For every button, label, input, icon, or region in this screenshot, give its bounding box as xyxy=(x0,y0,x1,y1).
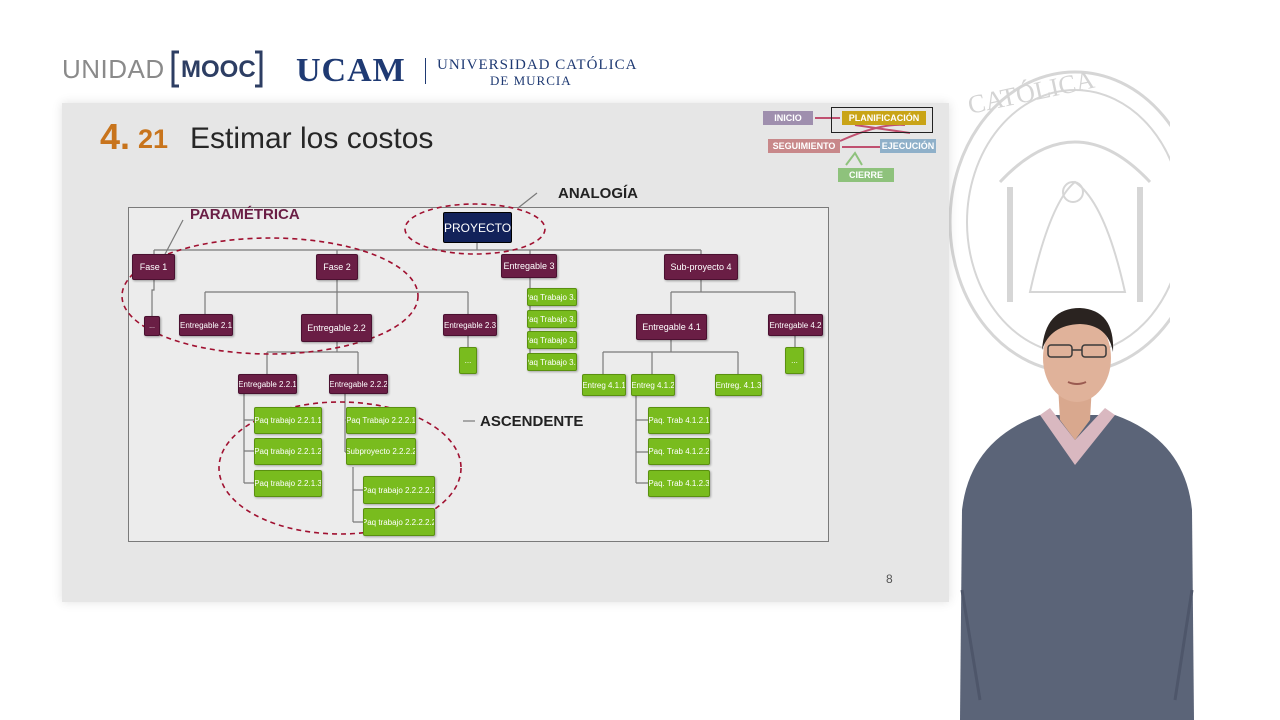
label-parametrica: PARAMÉTRICA xyxy=(190,206,300,223)
label-analogia: ANALOGÍA xyxy=(558,185,638,202)
wbs-node-pt31: Paq Trabajo 3.1 xyxy=(527,288,577,306)
wbs-node-pt2221: Paq Trabajo 2.2.2.1 xyxy=(346,407,416,434)
university-name-line1: UNIVERSIDAD CATÓLICA xyxy=(437,57,638,73)
section-number-minor: 21 xyxy=(138,124,169,154)
wbs-node-pt34: Paq Trabajo 3.4 xyxy=(527,353,577,371)
wbs-node-e222: Entregable 2.2.2 xyxy=(329,374,388,394)
wbs-node-e411: Entreg 4.1.1 xyxy=(582,374,626,396)
logo-separator xyxy=(425,58,426,84)
wbs-node-fase1-child: ... xyxy=(144,316,160,336)
wbs-node-e23: Entregable 2.3 xyxy=(443,314,497,336)
wbs-node-e221: Entregable 2.2.1 xyxy=(238,374,297,394)
wbs-connector-lines xyxy=(121,192,796,535)
process-step-cierre[interactable]: CIERRE xyxy=(838,168,894,182)
wbs-node-fase2: Fase 2 xyxy=(316,254,358,280)
process-step-planificacion[interactable]: PLANIFICACIÓN xyxy=(842,111,926,125)
presenter-figure xyxy=(960,308,1194,720)
wbs-node-subproyecto4: Sub-proyecto 4 xyxy=(664,254,738,280)
wbs-node-e413: Entreg. 4.1.3 xyxy=(715,374,762,396)
unidad-logo-text: UNIDAD xyxy=(62,54,165,84)
mooc-logo-text: MOOC xyxy=(181,56,256,83)
wbs-node-sp2222: Subproyecto 2.2.2.2 xyxy=(346,438,416,465)
wbs-node-e42: Entregable 4.2 xyxy=(768,314,823,336)
wbs-node-pt4122: Paq. Trab 4.1.2.2 xyxy=(648,438,710,465)
university-name-line2: DE MURCIA xyxy=(490,73,572,88)
wbs-node-pt2211: Paq trabajo 2.2.1.1 xyxy=(254,407,322,434)
wbs-node-e42-child: ... xyxy=(785,347,804,374)
wbs-node-e41: Entregable 4.1 xyxy=(636,314,707,340)
wbs-node-pt22222: Paq trabajo 2.2.2.2.2 xyxy=(363,508,435,536)
mooc-bracket-frame xyxy=(171,50,263,88)
wbs-node-pt4123: Paq. Trab 4.1.2.3 xyxy=(648,470,710,497)
ucam-logo-text: UCAM xyxy=(296,52,406,89)
wbs-node-pt2213: Paq trabajo 2.2.1.3 xyxy=(254,470,322,497)
current-step-highlight xyxy=(831,107,933,133)
section-number-major: 4. xyxy=(100,116,131,157)
wbs-node-pt4121: Paq. Trab 4.1.2.1 xyxy=(648,407,710,434)
slide-title: Estimar los costos xyxy=(190,122,434,155)
wbs-node-entregable3: Entregable 3 xyxy=(501,254,557,278)
svg-text:CATÓLICA: CATÓLICA xyxy=(965,65,1097,120)
process-step-seguimiento[interactable]: SEGUIMIENTO xyxy=(768,139,840,153)
process-step-inicio[interactable]: INICIO xyxy=(763,111,813,125)
wbs-node-e23-child: ... xyxy=(459,347,477,374)
wbs-node-pt33: Paq Trabajo 3.3 xyxy=(527,331,577,349)
wbs-node-e22: Entregable 2.2 xyxy=(301,314,372,342)
wbs-node-e21: Entregable 2.1 xyxy=(179,314,233,336)
wbs-node-proyecto: PROYECTO xyxy=(443,212,512,243)
wbs-node-pt32: Paq Trabajo 3.2 xyxy=(527,310,577,328)
wbs-node-pt2212: Paq trabajo 2.2.1.2 xyxy=(254,438,322,465)
page-number: 8 xyxy=(886,572,893,586)
process-step-ejecucion[interactable]: EJECUCIÓN xyxy=(880,139,936,153)
label-ascendente: ASCENDENTE xyxy=(480,413,584,430)
wbs-node-e412: Entreg 4.1.2 xyxy=(631,374,675,396)
wbs-node-fase1: Fase 1 xyxy=(132,254,175,280)
wbs-node-pt22221: Paq trabajo 2.2.2.2.1 xyxy=(363,476,435,504)
